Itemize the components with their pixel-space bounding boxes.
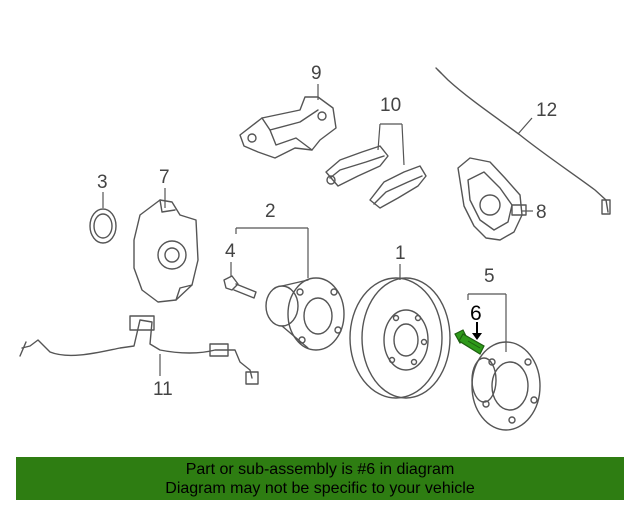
parts-diagram: 9 10 12 8 3 7 2 — [19, 63, 611, 431]
callout-8: 8 — [536, 202, 547, 223]
leader-10 — [377, 123, 405, 166]
part-12-sensor-wire[interactable] — [435, 67, 611, 215]
callout-1: 1 — [395, 243, 406, 264]
callout-4: 4 — [225, 241, 236, 262]
part-2-hub-bearing[interactable] — [265, 277, 345, 351]
callout-5: 5 — [484, 266, 495, 287]
part-11-speed-sensor-harness[interactable] — [19, 315, 259, 385]
part-6-wheel-stud-highlighted[interactable] — [454, 329, 485, 355]
info-banner: Part or sub-assembly is #6 in diagram Di… — [16, 457, 624, 500]
part-4-bolt[interactable] — [223, 275, 257, 299]
part-8-caliper[interactable] — [457, 157, 527, 241]
part-3-seal[interactable] — [89, 208, 117, 244]
callout-9: 9 — [311, 63, 322, 84]
callout-3: 3 — [97, 172, 108, 193]
part-5-hub-assembly[interactable] — [471, 341, 541, 431]
callout-7: 7 — [159, 167, 170, 188]
leader-5 — [467, 293, 507, 352]
callout-6: 6 — [470, 302, 482, 325]
part-1-rotor[interactable] — [349, 277, 451, 399]
leader-2 — [235, 227, 309, 278]
leader-6-arrowhead — [472, 333, 482, 340]
banner-line-2: Diagram may not be specific to your vehi… — [165, 480, 475, 497]
part-10-brake-pads[interactable] — [325, 145, 427, 209]
callout-12: 12 — [536, 100, 557, 121]
banner-line-1: Part or sub-assembly is #6 in diagram — [185, 461, 455, 478]
leader-12 — [517, 117, 533, 135]
part-9-caliper-bracket[interactable] — [239, 96, 337, 159]
callout-11: 11 — [153, 379, 173, 400]
part-7-splash-shield[interactable] — [133, 199, 199, 303]
callout-2: 2 — [265, 201, 276, 222]
callout-10: 10 — [380, 95, 401, 116]
